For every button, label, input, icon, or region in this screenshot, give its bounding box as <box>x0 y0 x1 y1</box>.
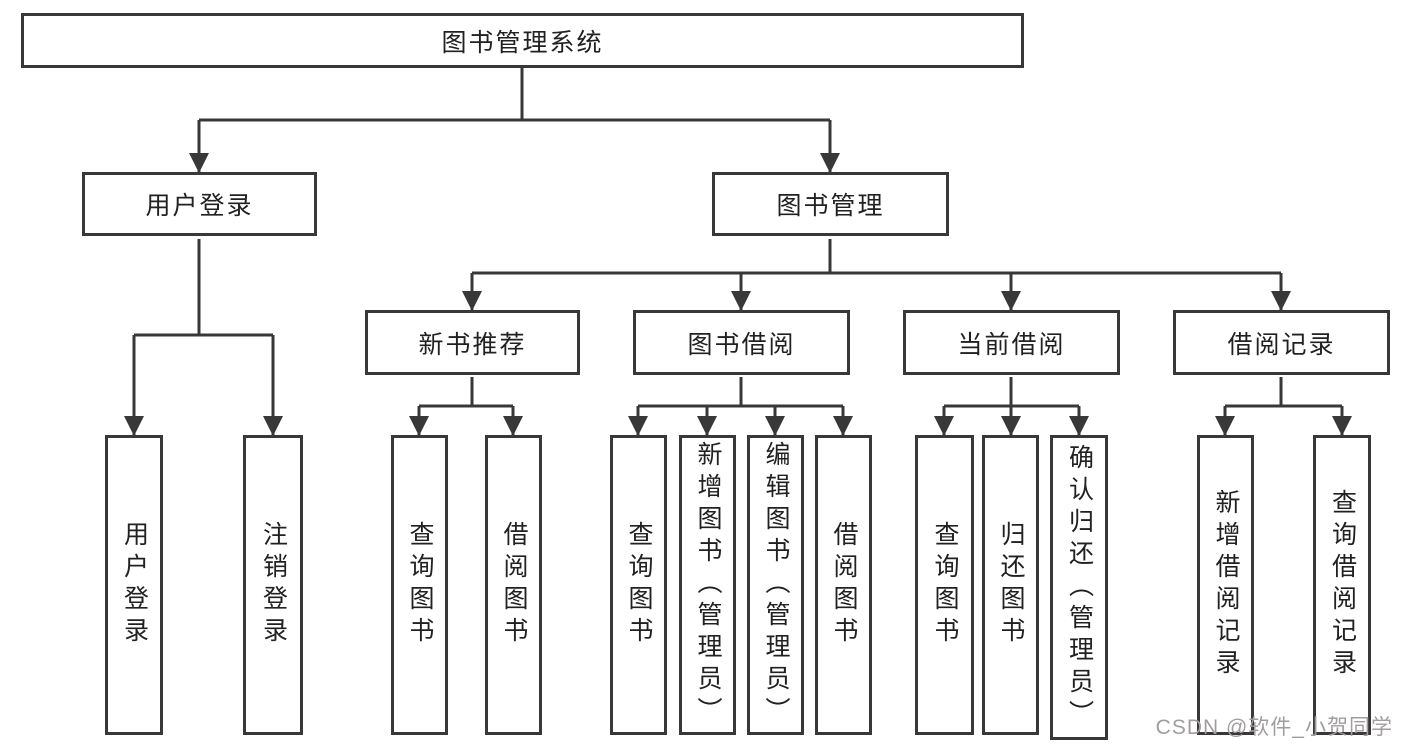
node-new-book-recommend-label: 新书推荐 <box>418 330 527 359</box>
leaf-add-borrow-record: 新增借阅记录 <box>1197 435 1254 735</box>
leaf-borrow-books-recommend-label: 借阅图书 <box>500 521 528 649</box>
leaf-return-book-label: 归还图书 <box>997 521 1025 649</box>
node-user-login-label: 用户登录 <box>145 192 254 220</box>
connector-userlogin-trunk <box>134 239 273 337</box>
leaf-borrow-books-recommend: 借阅图书 <box>485 435 542 735</box>
leaf-query-books-recommend: 查询图书 <box>391 435 448 735</box>
watermark: CSDN @软件_小贺同学 <box>1155 716 1393 739</box>
leaf-confirm-return-admin-label: 确认归还（管理员） <box>1065 443 1094 732</box>
node-borrow-records: 借阅记录 <box>1173 310 1390 375</box>
leaf-query-books-current-label: 查询图书 <box>931 521 959 649</box>
leaf-query-books-current: 查询图书 <box>915 435 974 735</box>
leaf-logout: 注销登录 <box>243 435 303 735</box>
node-book-borrow: 图书借阅 <box>633 310 850 375</box>
leaf-query-borrow-record: 查询借阅记录 <box>1313 435 1371 735</box>
leaf-edit-book-admin: 编辑图书（管理员） <box>747 435 804 735</box>
leaf-edit-book-admin-label: 编辑图书（管理员） <box>762 441 790 729</box>
leaf-query-books-recommend-label: 查询图书 <box>406 521 434 649</box>
leaf-add-borrow-record-label: 新增借阅记录 <box>1212 489 1240 681</box>
leaf-return-book: 归还图书 <box>982 435 1039 735</box>
node-new-book-recommend: 新书推荐 <box>365 310 580 375</box>
leaf-borrow-books: 借阅图书 <box>815 435 872 735</box>
connector-root-trunk <box>199 68 830 122</box>
node-book-management-label: 图书管理 <box>776 192 885 220</box>
leaf-user-login-label: 用户登录 <box>120 521 149 649</box>
node-borrow-records-label: 借阅记录 <box>1227 330 1336 359</box>
connector-bookborrow-trunk <box>638 377 843 408</box>
node-user-login: 用户登录 <box>82 172 317 236</box>
leaf-add-book-admin-label: 新增图书（管理员） <box>694 441 722 729</box>
node-book-management: 图书管理 <box>712 172 949 236</box>
leaf-confirm-return-admin: 确认归还（管理员） <box>1050 435 1108 740</box>
leaf-user-login: 用户登录 <box>105 435 163 735</box>
node-current-borrow: 当前借阅 <box>903 310 1120 375</box>
connector-bookmgmt-trunk <box>472 239 1281 275</box>
leaf-borrow-books-label: 借阅图书 <box>830 521 858 649</box>
connector-currentborrow-trunk <box>944 377 1079 408</box>
leaf-query-books-borrow-label: 查询图书 <box>625 521 653 649</box>
leaf-add-book-admin: 新增图书（管理员） <box>679 435 736 735</box>
leaf-query-books-borrow: 查询图书 <box>610 435 667 735</box>
node-current-borrow-label: 当前借阅 <box>957 330 1066 359</box>
connector-newbook-trunk <box>419 377 513 408</box>
node-book-borrow-label: 图书借阅 <box>687 330 796 359</box>
leaf-query-borrow-record-label: 查询借阅记录 <box>1328 489 1357 681</box>
leaf-logout-label: 注销登录 <box>259 521 288 649</box>
connector-borrowrecords-trunk <box>1225 377 1342 408</box>
node-root: 图书管理系统 <box>21 13 1024 68</box>
node-root-label: 图书管理系统 <box>441 28 604 57</box>
